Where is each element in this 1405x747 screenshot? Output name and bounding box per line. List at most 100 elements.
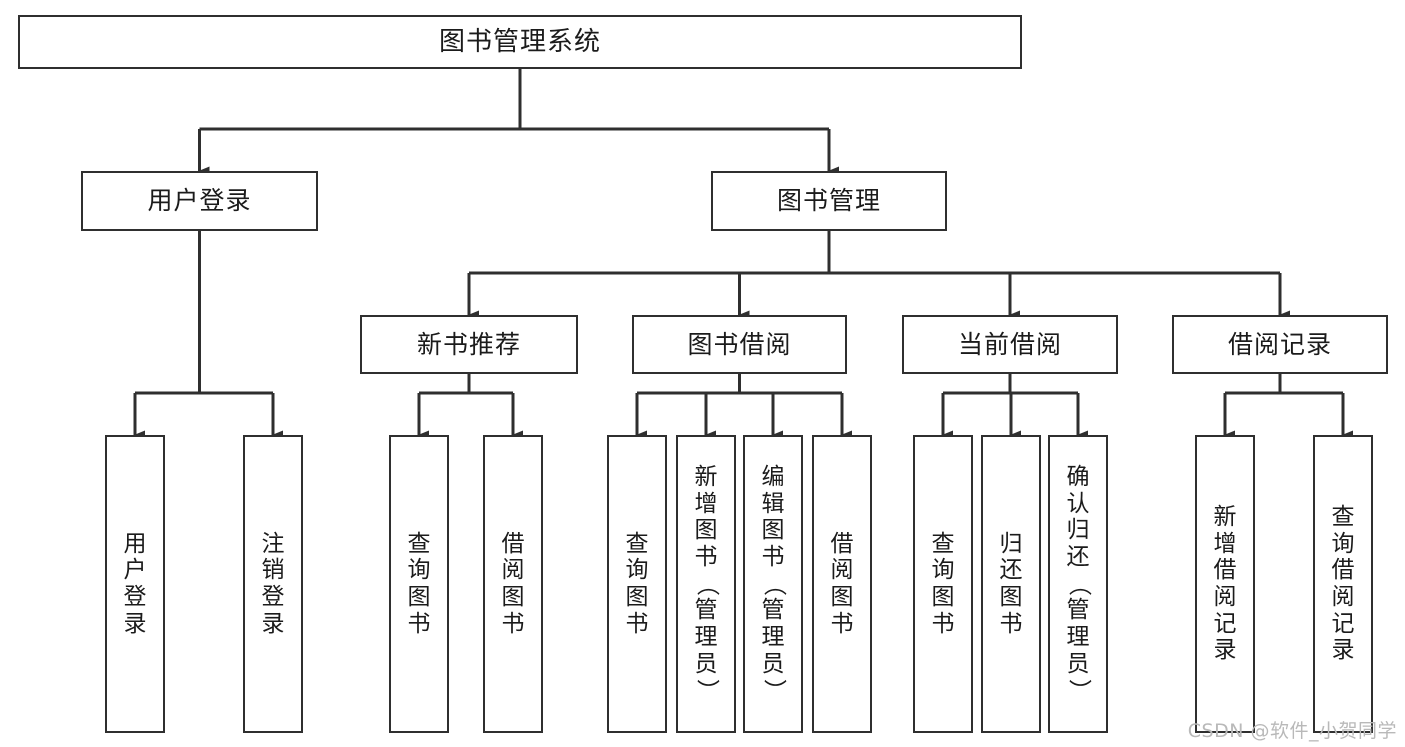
node-borrow-record[interactable]: 借阅记录 <box>1172 315 1388 374</box>
label-char: 图 <box>999 584 1023 610</box>
label-char: 编 <box>761 463 785 490</box>
node-label-leaf-confirm-return: 确认归还（管理员） <box>1052 443 1104 725</box>
label-char: 确 <box>1066 463 1090 490</box>
label-char: 图 <box>761 517 785 544</box>
node-label-leaf-query-record: 查询借阅记录 <box>1317 443 1369 725</box>
label-char: 登 <box>261 584 285 610</box>
label-char: 录 <box>261 610 285 637</box>
node-label-leaf-borrow-book-1: 借阅图书 <box>487 443 539 725</box>
node-user-login[interactable]: 用户登录 <box>81 171 318 231</box>
watermark: CSDN @软件_小贺同学 <box>1187 720 1397 742</box>
node-label-book-borrow: 图书借阅 <box>687 329 792 359</box>
node-label-borrow-record: 借阅记录 <box>1227 329 1332 359</box>
label-char: 图 <box>501 584 525 610</box>
label-char: （ <box>693 572 720 596</box>
node-current-borrow[interactable]: 当前借阅 <box>902 315 1118 374</box>
label-char: 用 <box>123 530 147 557</box>
label-char: ） <box>1065 679 1092 703</box>
label-char: 归 <box>1066 517 1090 544</box>
label-char: 还 <box>1066 543 1090 570</box>
label-char: 管 <box>1066 597 1090 624</box>
label-char: 理 <box>761 624 785 650</box>
node-book-manage[interactable]: 图书管理 <box>711 171 947 231</box>
node-leaf-edit-book[interactable]: 编辑图书（管理员） <box>743 435 803 733</box>
node-leaf-query-book-1[interactable]: 查询图书 <box>389 435 449 733</box>
node-leaf-borrow-book-2[interactable]: 借阅图书 <box>812 435 872 733</box>
label-char: 图 <box>830 584 854 610</box>
label-char: 询 <box>931 557 955 584</box>
node-leaf-query-book-2[interactable]: 查询图书 <box>607 435 667 733</box>
label-char: 理 <box>694 624 718 650</box>
label-char: 认 <box>1066 490 1090 517</box>
node-root[interactable]: 图书管理系统 <box>18 15 1022 69</box>
label-char: 归 <box>999 530 1023 557</box>
label-char: 书 <box>999 610 1023 637</box>
label-char: 查 <box>1331 503 1355 530</box>
label-char: 借 <box>830 530 854 557</box>
node-label-leaf-query-book-3: 查询图书 <box>917 443 969 725</box>
node-label-leaf-logout: 注销登录 <box>247 443 299 725</box>
node-label-leaf-add-book: 新增图书（管理员） <box>680 443 732 725</box>
label-char: 图 <box>625 584 649 610</box>
label-char: 还 <box>999 557 1023 584</box>
node-label-leaf-query-book-1: 查询图书 <box>393 443 445 725</box>
label-char: 记 <box>1331 610 1355 637</box>
label-char: 书 <box>694 543 718 570</box>
node-label-leaf-query-book-2: 查询图书 <box>611 443 663 725</box>
node-leaf-query-record[interactable]: 查询借阅记录 <box>1313 435 1373 733</box>
label-char: 书 <box>830 610 854 637</box>
label-char: 书 <box>931 610 955 637</box>
node-leaf-confirm-return[interactable]: 确认归还（管理员） <box>1048 435 1108 733</box>
label-char: 查 <box>407 530 431 557</box>
node-label-leaf-add-record: 新增借阅记录 <box>1199 443 1251 725</box>
node-leaf-add-record[interactable]: 新增借阅记录 <box>1195 435 1255 733</box>
label-char: 书 <box>625 610 649 637</box>
node-label-leaf-return-book: 归还图书 <box>985 443 1037 725</box>
label-char: 询 <box>407 557 431 584</box>
node-label-current-borrow: 当前借阅 <box>957 329 1062 359</box>
node-leaf-user-login[interactable]: 用户登录 <box>105 435 165 733</box>
label-char: 询 <box>1331 530 1355 557</box>
label-char: 记 <box>1213 610 1237 637</box>
label-char: 阅 <box>830 557 854 584</box>
node-label-root: 图书管理系统 <box>438 26 601 57</box>
node-label-leaf-borrow-book-2: 借阅图书 <box>816 443 868 725</box>
node-new-book-rec[interactable]: 新书推荐 <box>360 315 578 374</box>
label-char: 书 <box>407 610 431 637</box>
label-char: 员 <box>761 650 785 677</box>
node-label-book-manage: 图书管理 <box>776 186 881 216</box>
label-char: 辑 <box>761 490 785 517</box>
node-leaf-add-book[interactable]: 新增图书（管理员） <box>676 435 736 733</box>
label-char: ） <box>693 679 720 703</box>
label-char: 员 <box>694 650 718 677</box>
label-char: 录 <box>123 610 147 637</box>
node-leaf-logout[interactable]: 注销登录 <box>243 435 303 733</box>
label-char: 录 <box>1331 637 1355 664</box>
node-leaf-return-book[interactable]: 归还图书 <box>981 435 1041 733</box>
label-char: 借 <box>1213 557 1237 584</box>
label-char: 员 <box>1066 650 1090 677</box>
label-char: 理 <box>1066 624 1090 650</box>
label-char: 阅 <box>1213 584 1237 610</box>
node-leaf-query-book-3[interactable]: 查询图书 <box>913 435 973 733</box>
label-char: 户 <box>123 557 147 584</box>
label-char: 新 <box>1213 503 1237 530</box>
label-char: 管 <box>694 597 718 624</box>
label-char: 管 <box>761 597 785 624</box>
node-label-user-login: 用户登录 <box>147 186 252 216</box>
label-char: 图 <box>407 584 431 610</box>
label-char: 书 <box>501 610 525 637</box>
node-label-leaf-edit-book: 编辑图书（管理员） <box>747 443 799 725</box>
label-char: 增 <box>694 490 718 517</box>
node-label-leaf-user-login: 用户登录 <box>109 443 161 725</box>
label-char: 图 <box>694 517 718 544</box>
label-char: 图 <box>931 584 955 610</box>
node-label-new-book-rec: 新书推荐 <box>416 329 521 359</box>
label-char: 新 <box>694 463 718 490</box>
label-char: 询 <box>625 557 649 584</box>
node-leaf-borrow-book-1[interactable]: 借阅图书 <box>483 435 543 733</box>
label-char: 书 <box>761 543 785 570</box>
node-book-borrow[interactable]: 图书借阅 <box>632 315 847 374</box>
label-char: 录 <box>1213 637 1237 664</box>
